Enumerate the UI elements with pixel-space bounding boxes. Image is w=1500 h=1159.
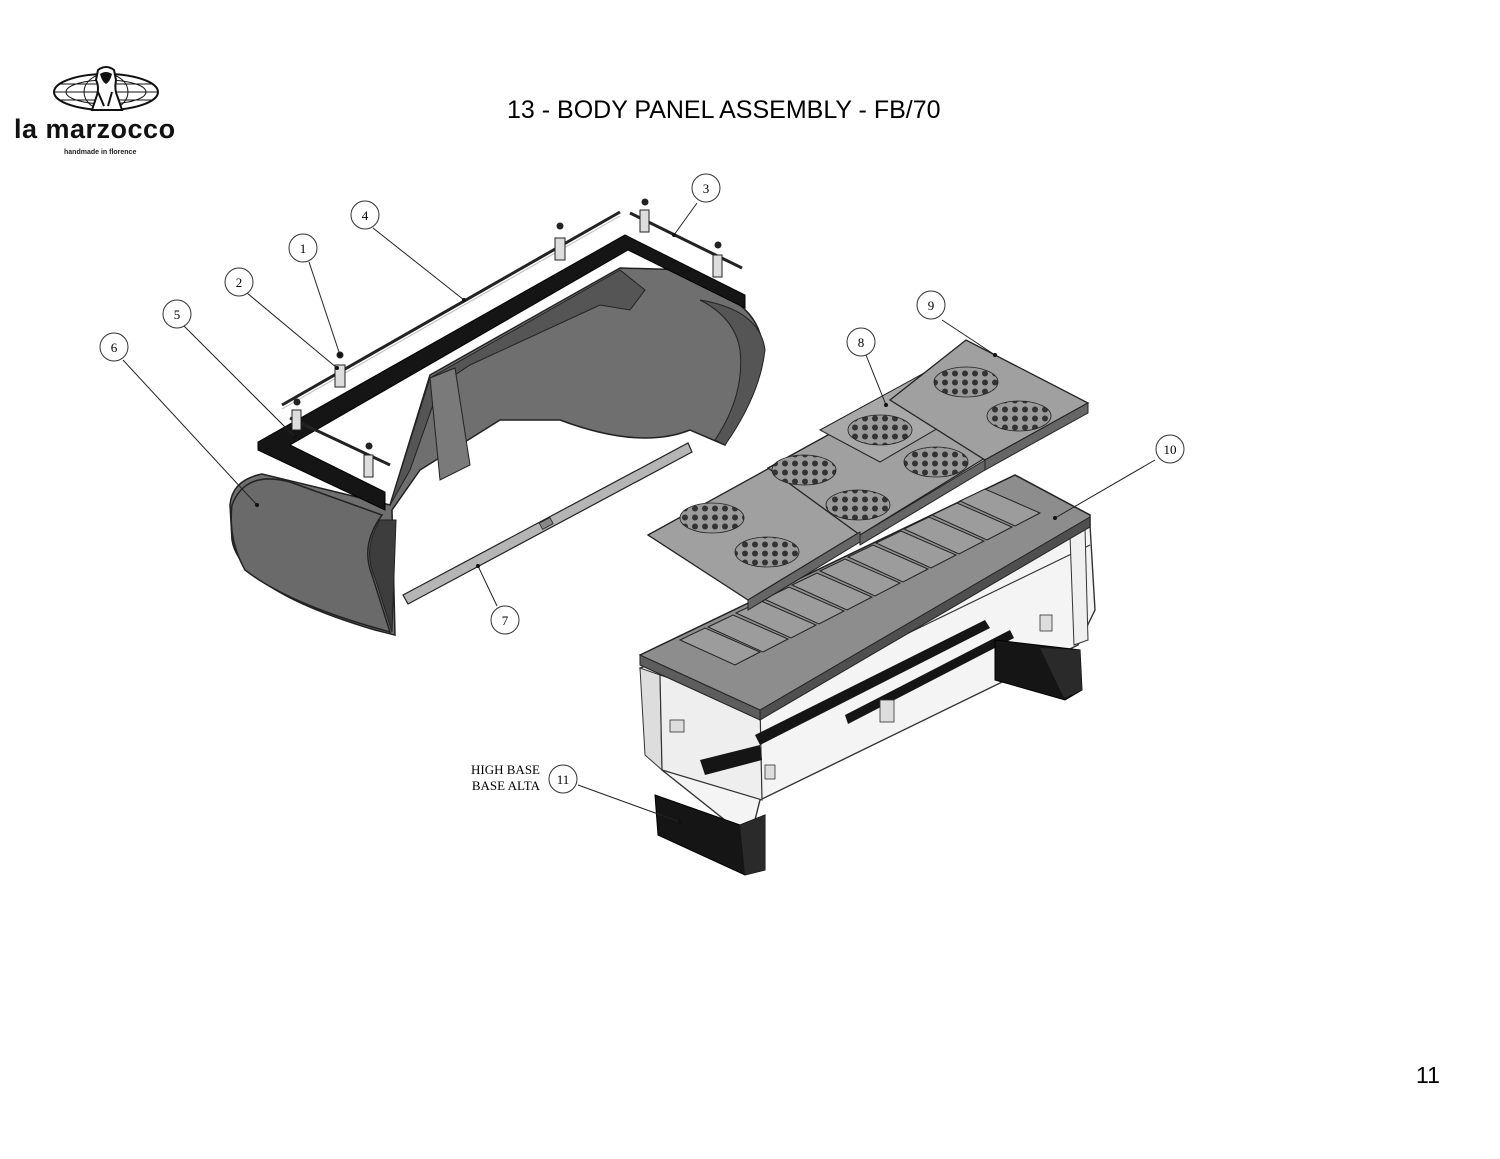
svg-text:HIGH BASE: HIGH BASE: [471, 762, 540, 777]
svg-text:4: 4: [362, 208, 369, 223]
lion-globe-emblem-icon: [53, 66, 159, 111]
svg-text:9: 9: [928, 298, 935, 313]
brand-name: la marzocco: [14, 114, 176, 144]
callout-3: 3: [691, 173, 721, 203]
leader-dots: [255, 233, 1057, 824]
callout-2: 2: [224, 267, 254, 297]
high-base-block: [654, 794, 766, 876]
svg-text:3: 3: [703, 181, 710, 196]
callout-8: 8: [846, 327, 876, 357]
callout-1: 1: [288, 233, 318, 263]
machine-frame: [639, 524, 1096, 842]
brand-tagline: handmade in florence: [64, 149, 137, 156]
svg-text:6: 6: [111, 340, 118, 355]
callout-6: 6: [99, 332, 129, 362]
svg-text:7: 7: [502, 613, 509, 628]
callout-7: 7: [490, 605, 520, 635]
machine-feet: [994, 639, 1083, 701]
high-base-note: HIGH BASE BASE ALTA: [471, 762, 541, 793]
drip-tray-ribs: [678, 488, 1042, 666]
callout-11: 11: [548, 764, 578, 794]
svg-text:10: 10: [1164, 442, 1177, 457]
svg-text:1: 1: [300, 241, 307, 256]
callout-5: 5: [162, 299, 192, 329]
gasket-frame: [257, 234, 746, 511]
page-title: 13 - BODY PANEL ASSEMBLY - FB/70: [507, 96, 941, 124]
svg-text:11: 11: [557, 772, 570, 787]
svg-text:BASE ALTA: BASE ALTA: [472, 778, 541, 793]
svg-text:5: 5: [174, 307, 181, 322]
svg-text:8: 8: [858, 335, 865, 350]
callout-10: 10: [1155, 434, 1185, 464]
cup-tray-plates: [646, 339, 1090, 611]
svg-text:2: 2: [236, 275, 243, 290]
callout-4: 4: [350, 200, 380, 230]
flat-strip: [402, 442, 693, 605]
callout-9: 9: [916, 290, 946, 320]
side-body-panel: [229, 267, 766, 636]
page-number: 11: [1416, 1062, 1440, 1088]
leader-lines: [122, 202, 1156, 823]
